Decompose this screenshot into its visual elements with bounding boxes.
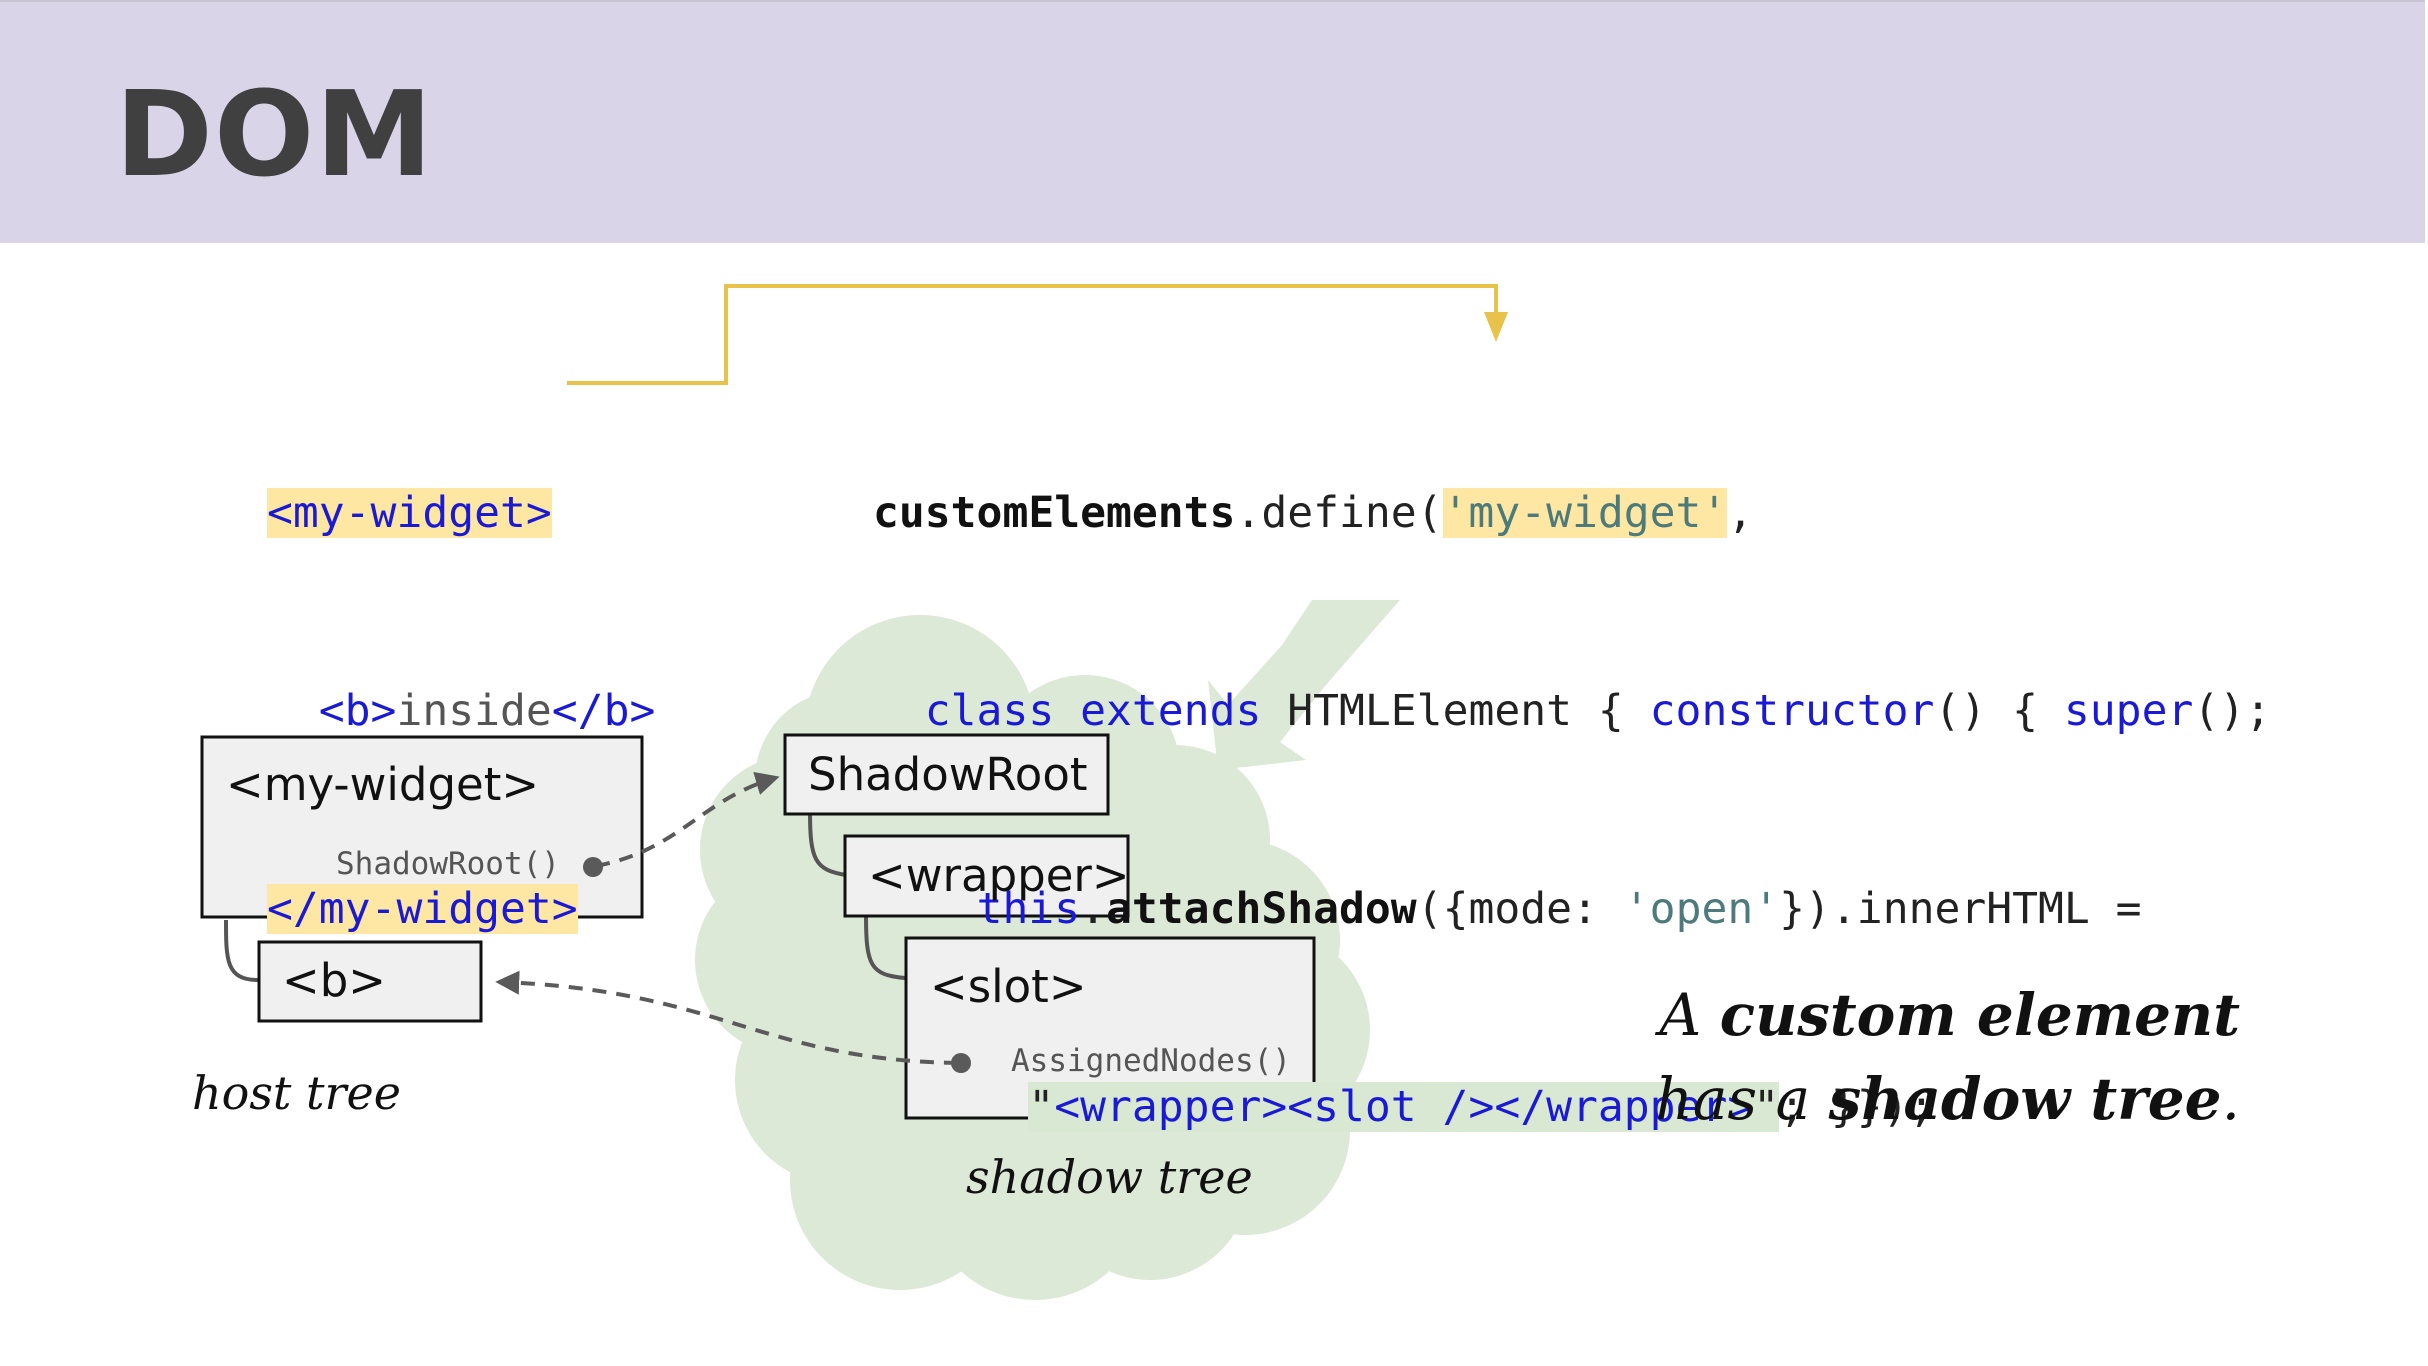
js-comma: , xyxy=(1727,488,1754,538)
js-element-name: 'my-widget' xyxy=(1442,488,1728,538)
tagline-has-a: has a xyxy=(1655,1065,1829,1133)
shadowroot-node xyxy=(783,733,1110,816)
js-super-end: (); xyxy=(2193,686,2272,736)
js-line-1: customElements.define('my-widget', xyxy=(873,480,2271,546)
shadowroot-label: ShadowRoot xyxy=(808,748,1088,801)
tagline: A custom element has a shadow tree. xyxy=(1655,973,2240,1141)
green-arrow xyxy=(1208,600,1400,770)
js-define-call: .define( xyxy=(1235,488,1443,538)
js-class-kw: class xyxy=(924,686,1055,736)
html-inner-text: inside xyxy=(396,686,552,736)
js-shadow-markup-string: "<wrapper><slot /></wrapper>" xyxy=(1028,1082,1780,1132)
js-define-snippet: customElements.define('my-widget', class… xyxy=(873,348,2271,1272)
html-line-open: <my-widget> xyxy=(267,480,655,546)
js-extends-kw: extends xyxy=(1080,686,1262,736)
js-line-4: "<wrapper><slot /></wrapper>"; }}); xyxy=(873,1074,2271,1140)
html-open-tag: <my-widget> xyxy=(267,488,552,538)
shadow-root-connector xyxy=(808,811,847,877)
js-attach-shadow: attachShadow xyxy=(1106,884,1417,934)
wrapper-connector xyxy=(864,914,906,980)
assigned-pointer-dot xyxy=(951,1053,971,1073)
html-close-tag: </my-widget> xyxy=(267,884,578,934)
html-line-inner: <b>inside</b> xyxy=(267,678,656,744)
js-base-class: HTMLElement { xyxy=(1287,686,1650,736)
host-tree-caption: host tree xyxy=(192,1066,401,1120)
js-line-end: ; }}); xyxy=(1779,1082,1935,1132)
tagline-a: A xyxy=(1659,981,1720,1049)
js-line-2: class extends HTMLElement { constructor(… xyxy=(873,678,2271,744)
shadow-tree-caption: shadow tree xyxy=(966,1150,1253,1204)
host-widget-label: <my-widget> xyxy=(226,758,540,811)
slide-title: DOM xyxy=(115,65,434,203)
html-b-close: </b> xyxy=(551,686,656,736)
js-shadow-markup: <wrapper><slot /></wrapper> xyxy=(1054,1082,1754,1132)
wrapper-node xyxy=(843,834,1130,918)
shadowroot-pointer-dot xyxy=(583,857,603,877)
tagline-shadow-tree: shadow tree xyxy=(1828,1065,2222,1133)
js-mode-args: ({mode: xyxy=(1416,884,1624,934)
assigned-nodes-label: AssignedNodes() xyxy=(1011,1043,1291,1079)
js-quote-open: " xyxy=(1028,1082,1055,1132)
name-link-arrow xyxy=(567,284,1498,385)
html-b-open: <b> xyxy=(318,686,397,736)
shadowroot-reference-arrow xyxy=(595,771,780,868)
tagline-line-1: A custom element xyxy=(1655,973,2240,1057)
html-markup-snippet: <my-widget> <b>inside</b> </my-widget> xyxy=(267,348,655,1074)
js-constructor-kw: constructor xyxy=(1649,686,1935,736)
js-ctor-parens: () { xyxy=(1934,686,2064,736)
shadowroot-method-label: ShadowRoot() xyxy=(336,846,560,882)
slot-label: <slot> xyxy=(930,960,1087,1013)
assigned-nodes-arrow xyxy=(495,970,959,1065)
host-tree-connector xyxy=(224,919,259,982)
js-custom-elements: customElements xyxy=(873,488,1236,538)
wrapper-label: <wrapper> xyxy=(868,849,1130,902)
js-inner-html: }).innerHTML = xyxy=(1779,884,2142,934)
js-quote-close: " xyxy=(1753,1082,1780,1132)
host-b-label: <b> xyxy=(282,954,386,1007)
js-super-kw: super xyxy=(2063,686,2194,736)
tagline-custom-element: custom element xyxy=(1719,981,2240,1049)
js-mode-open: 'open' xyxy=(1623,884,1780,934)
tagline-period: . xyxy=(2221,1065,2240,1133)
html-line-close: </my-widget> xyxy=(267,876,655,942)
tagline-line-2: has a shadow tree. xyxy=(1655,1057,2240,1141)
js-this-kw: this xyxy=(976,884,1081,934)
title-bar: DOM xyxy=(0,0,2425,243)
js-line-3: this.attachShadow({mode: 'open'}).innerH… xyxy=(873,876,2271,942)
host-b-node xyxy=(257,940,483,1023)
js-dot: . xyxy=(1080,884,1107,934)
